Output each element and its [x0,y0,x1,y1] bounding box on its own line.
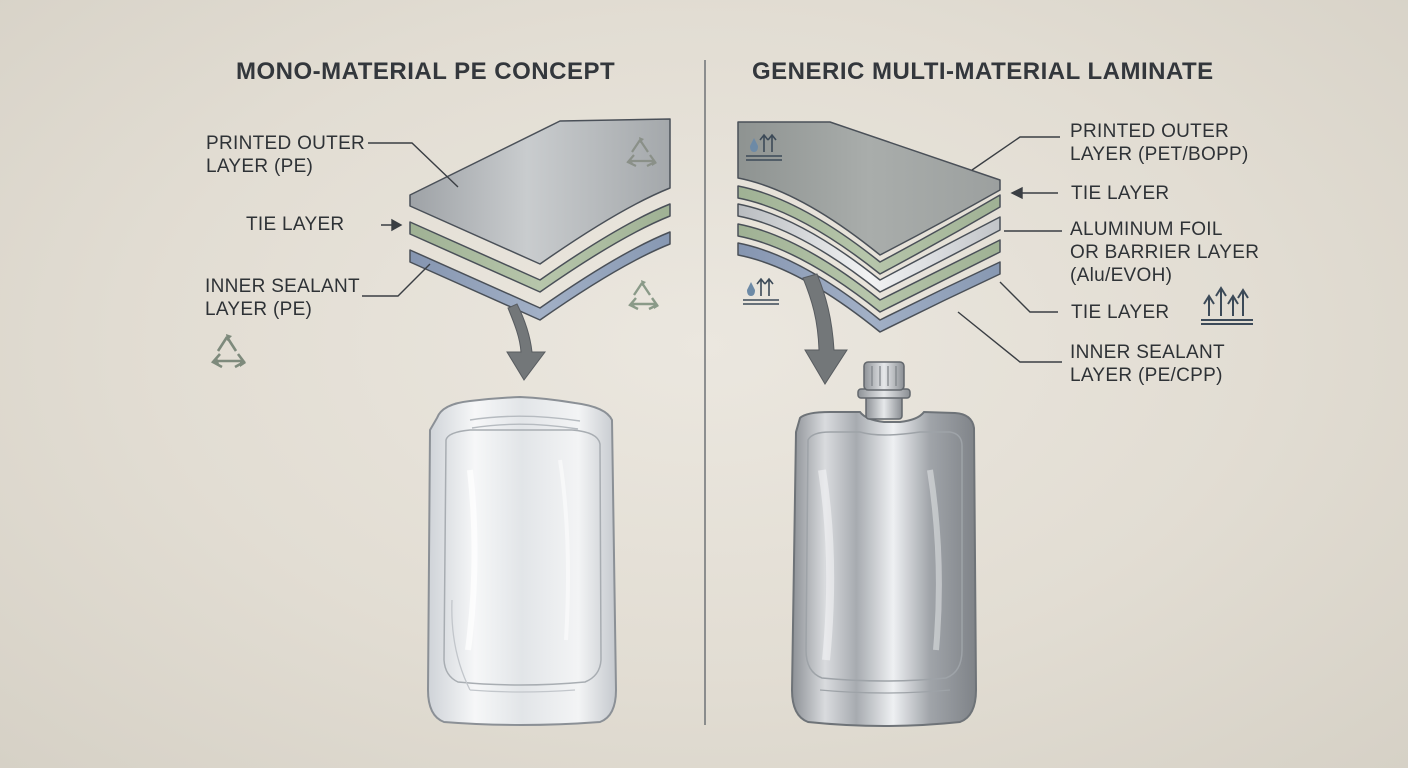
left-tie-layer [409,203,671,293]
label-line: TIE LAYER [246,214,345,235]
label-line: PRINTED OUTER [1070,121,1230,142]
left-layer-stack [409,118,671,321]
left-panel-title: MONO-MATERIAL PE CONCEPT [236,58,616,85]
right-down-arrow [802,273,848,385]
right-tie1-arrowhead [1010,186,1023,200]
label-line: LAYER (PET/BOPP) [1070,144,1249,165]
left-down-arrow [506,303,546,381]
right-inner-layer-label: INNER SEALANT LAYER (PE/CPP) [1070,341,1225,387]
left-inner-layer-label: INNER SEALANT LAYER (PE) [205,275,360,321]
label-line: ALUMINUM FOIL [1070,219,1223,240]
label-line: INNER SEALANT [205,276,360,297]
right-panel-title: GENERIC MULTI-MATERIAL LAMINATE [752,58,1214,85]
label-line: LAYER (PE/CPP) [1070,365,1223,386]
label-line: LAYER (PE) [206,156,314,177]
label-line: INNER SEALANT [1070,342,1225,363]
moisture-barrier-icon [746,133,782,161]
label-line: PRINTED OUTER [206,133,366,154]
recycle-icon [628,280,659,311]
left-outer-layer-label: PRINTED OUTER LAYER (PE) [206,132,365,178]
gas-barrier-icon [1201,286,1253,325]
recycle-icon [210,334,246,369]
right-barrier-layer-label: ALUMINUM FOIL OR BARRIER LAYER (Alu/EVOH… [1070,218,1259,287]
right-tie-layer-2-label: TIE LAYER [1071,301,1169,324]
left-outer-leader [368,142,459,188]
right-outer-leader [971,136,1060,171]
label-line: (Alu/EVOH) [1070,265,1173,286]
label-line: OR BARRIER LAYER [1070,242,1260,263]
right-inner-leader [957,311,1062,363]
right-barrier-layer [737,203,1001,293]
right-tie-layer-2 [737,223,1001,313]
label-line: TIE LAYER [1071,302,1170,323]
left-inner-sealant-layer [409,231,671,321]
left-inner-leader [362,263,431,297]
moisture-barrier-icon [743,277,779,305]
label-line: TIE LAYER [1071,183,1170,204]
right-tie-layer-1 [737,185,1001,275]
right-tie-layer-1-label: TIE LAYER [1071,182,1169,205]
left-tie-layer-label: TIE LAYER [246,213,344,236]
right-tie2-leader [999,281,1058,313]
right-outer-layer-label: PRINTED OUTER LAYER (PET/BOPP) [1070,120,1249,166]
clear-stand-up-pouch [426,395,618,726]
recycle-icon [626,137,657,167]
right-outer-layer [737,121,1001,256]
left-tie-arrowhead [391,218,403,232]
label-line: LAYER (PE) [205,299,313,320]
right-layer-stack [737,121,1001,333]
foil-spouted-pouch [790,361,978,727]
left-outer-layer [409,118,671,265]
spout-cap [863,361,905,391]
